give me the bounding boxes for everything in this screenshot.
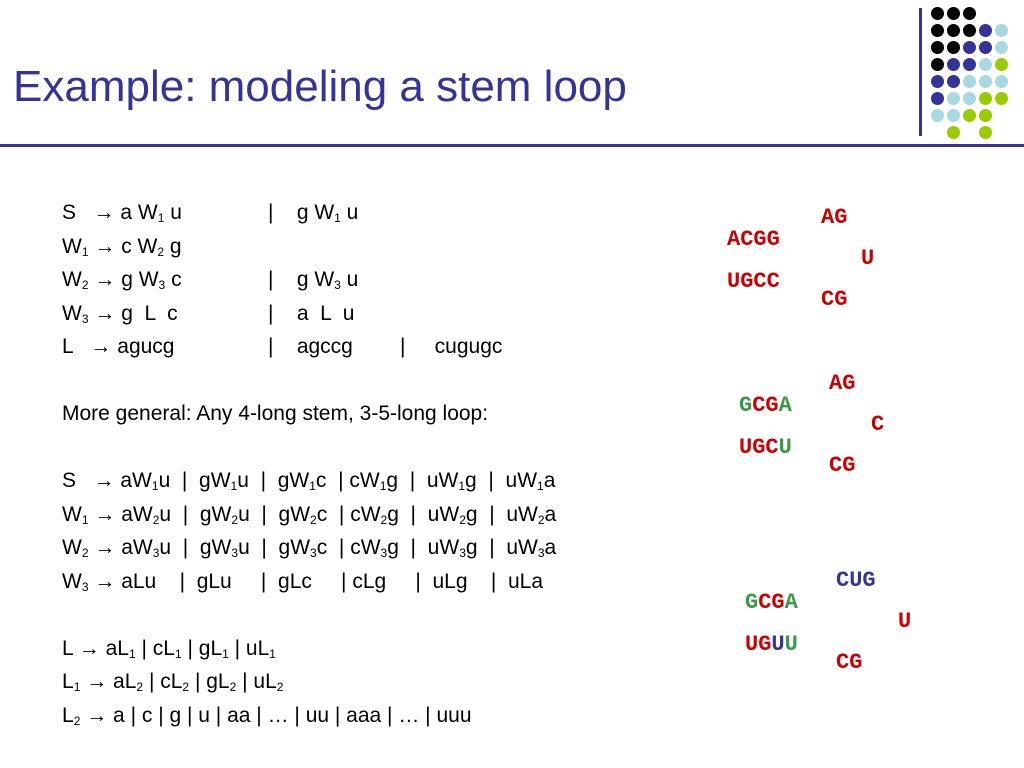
dot [963,58,976,71]
dot [979,58,992,71]
dot [947,41,960,54]
rule-line: L1 → aL2 | cL2 | gL2 | uL2 [62,670,284,694]
dot [963,92,976,105]
example1-stem-bottom: UGCC [727,269,780,294]
dot [963,41,976,54]
corner-divider [919,8,922,136]
dot [979,75,992,88]
dot [931,75,944,88]
dot [947,75,960,88]
dot [995,58,1008,71]
example1-loop: AG [821,205,848,230]
general-heading: More general: Any 4-long stem, 3-5-long … [62,402,489,425]
rule-line: W3 → g L c| a L u [62,301,355,326]
example2-loop-side: C [871,412,885,437]
dot [931,109,944,122]
example3-loop: CUG [836,568,876,593]
rule-line: L → aL1 | cL1 | gL1 | uL1 [62,636,276,661]
dot [947,126,960,139]
rule-line: W2 → g W3 c| g W3 u [62,268,359,292]
rule-line: W1 → c W2 g [62,234,182,259]
dot [963,109,976,122]
dot [963,75,976,88]
dot [947,92,960,105]
example3-stem-bottom: UGUU [745,632,798,657]
dot [979,109,992,122]
dot [979,41,992,54]
dot [995,24,1008,37]
rule-line: L → agucg| agccg| cugugc [62,335,503,358]
example2-stem-top: GCGA [739,393,792,418]
dot [947,58,960,71]
grammar-rules: S → a W1 u| g W1 u W1 → c W2 g W2 → g W3… [62,196,556,732]
example3-stem-top: GCGA [745,590,798,615]
dot [963,7,976,20]
dot [995,41,1008,54]
dot [995,75,1008,88]
title-divider [0,144,1024,147]
dot [931,92,944,105]
example3-loop-side: U [898,609,912,634]
rule-line: L2 → a | c | g | u | aa | … | uu | aaa |… [62,703,472,728]
dot [995,92,1008,105]
dot [979,126,992,139]
example2-stem-bottom: UGCU [739,435,792,460]
example2-loop-bottom: CG [829,453,856,478]
dot [947,7,960,20]
example1-loop-side: U [861,246,875,271]
dot [931,24,944,37]
example1-loop-bottom: CG [821,287,848,312]
dot [947,24,960,37]
dot [979,24,992,37]
page-title: Example: modeling a stem loop [13,62,627,111]
rule-line: W2 → aW3u | gW3u | gW3c | cW3g | uW3g | … [62,536,557,560]
example1-stem-top: ACGG [727,227,780,252]
rule-line: W3 → aLu | gLu | gLc | cLg | uLg | uLa [62,569,544,594]
dot [947,109,960,122]
example2-loop: AG [829,371,856,396]
dot [979,92,992,105]
dot [931,58,944,71]
rule-line: W1 → aW2u | gW2u | gW2c | cW2g | uW2g | … [62,502,557,527]
example3-loop-bottom: CG [836,650,863,675]
rule-line: S → a W1 u| g W1 u [62,201,359,225]
dot [931,7,944,20]
dot [931,41,944,54]
dot [963,24,976,37]
rule-line: S → aW1u | gW1u | gW1c | cW1g | uW1g | u… [62,469,556,493]
